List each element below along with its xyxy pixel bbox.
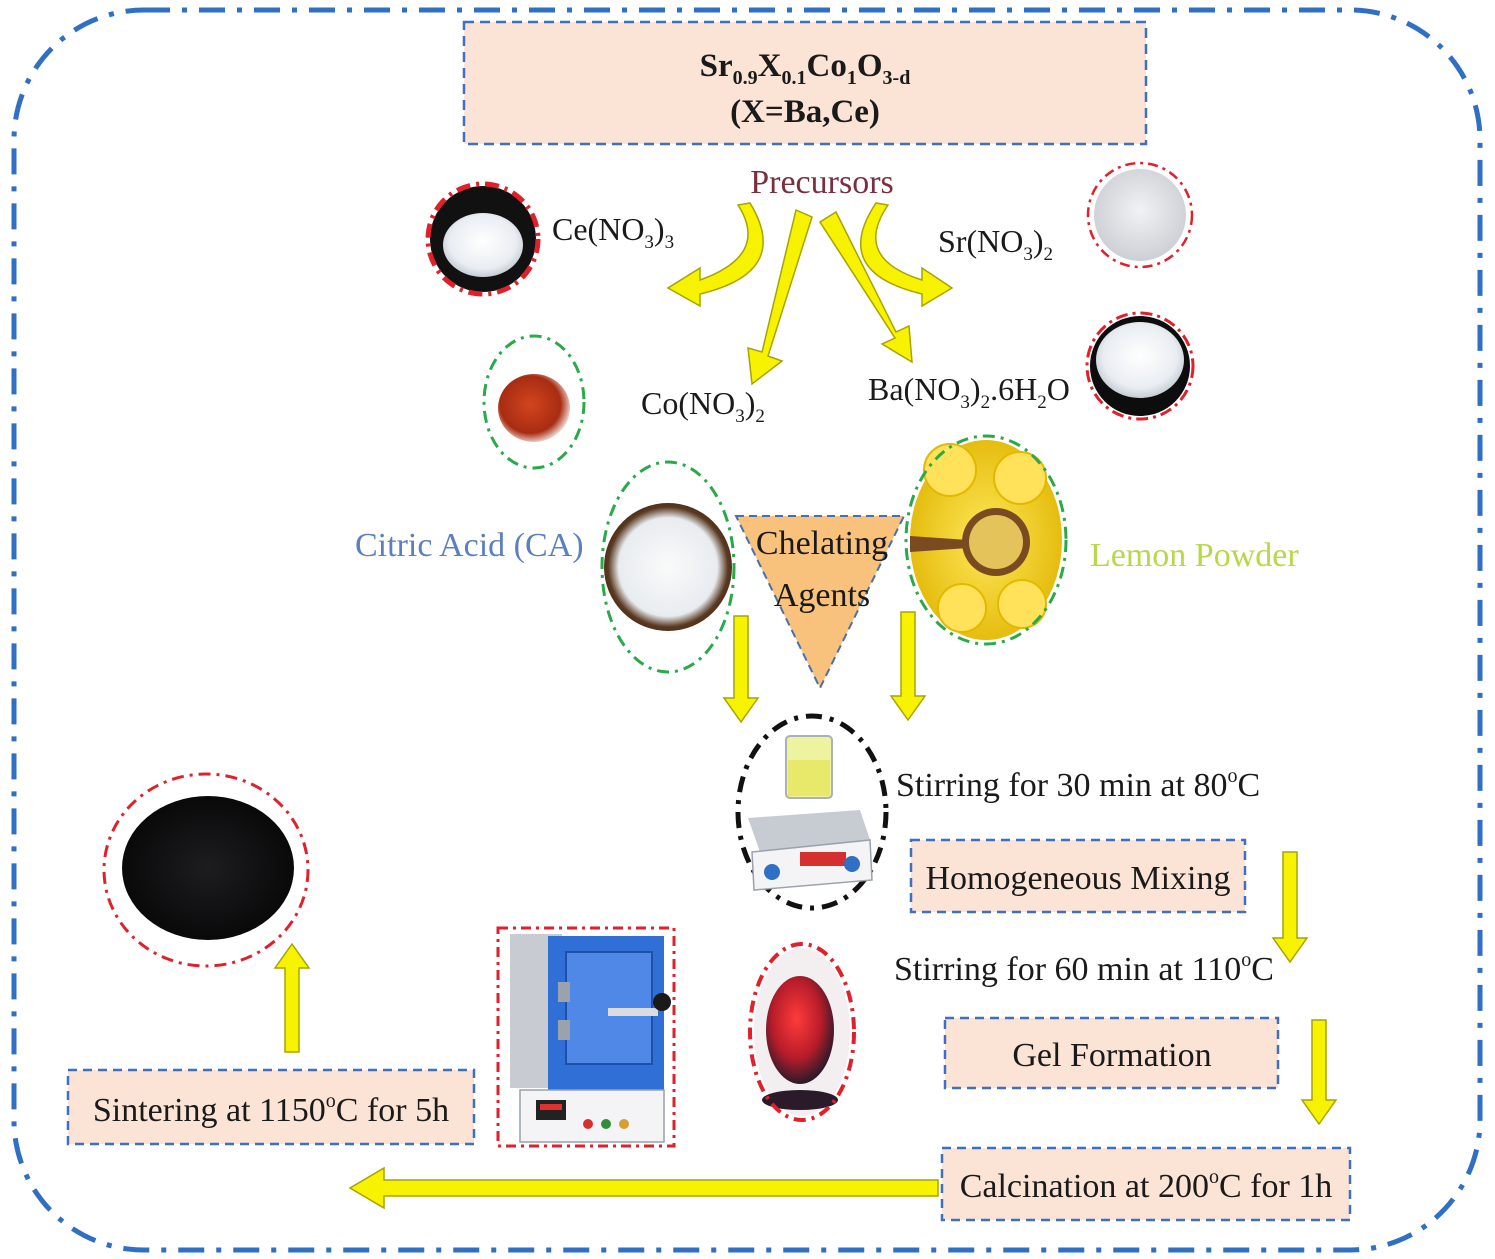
chelating-line1: Chelating bbox=[756, 525, 888, 562]
gel-formation-box bbox=[943, 1016, 1280, 1090]
arrow-to-co bbox=[747, 208, 813, 386]
arrow-to-ba bbox=[818, 210, 913, 364]
outer-frame bbox=[11, 7, 1483, 1253]
homogeneous-mixing-box bbox=[909, 838, 1247, 914]
arrow-down-mixing bbox=[1271, 851, 1309, 964]
calcination-box bbox=[940, 1146, 1352, 1222]
title-box bbox=[462, 20, 1148, 146]
label-ce-nitrate: Ce(NO3)3 bbox=[552, 211, 674, 253]
co-nitrate-photo bbox=[482, 334, 586, 470]
magnetic-stirrer-photo bbox=[735, 713, 889, 911]
label-citric-acid: Citric Acid (CA) bbox=[355, 527, 584, 564]
final-powder-photo bbox=[102, 772, 310, 968]
title-formula: Sr0.9X0.1Co1O3-d bbox=[700, 48, 911, 89]
ce-nitrate-photo bbox=[425, 181, 541, 297]
citric-acid-photo bbox=[600, 460, 736, 674]
chelating-line2: Agents bbox=[774, 577, 870, 614]
step-calcination: Calcination at 200oC for 1h bbox=[960, 1166, 1333, 1205]
arrow-down-left bbox=[722, 615, 760, 724]
sr-nitrate-photo bbox=[1086, 161, 1194, 269]
title-line2: (X=Ba,Ce) bbox=[730, 94, 880, 130]
label-lemon-powder: Lemon Powder bbox=[1090, 537, 1299, 574]
arrow-curved-to-ce bbox=[666, 202, 764, 308]
arrow-curved-to-sr bbox=[860, 202, 954, 308]
step-stirring-30: Stirring for 30 min at 80oC bbox=[896, 765, 1260, 804]
chelating-triangle bbox=[734, 515, 906, 691]
arrow-down-right bbox=[889, 611, 927, 722]
lemon-powder-photo bbox=[904, 434, 1068, 646]
precursors-heading: Precursors bbox=[750, 164, 894, 201]
step-gel-formation: Gel Formation bbox=[1012, 1037, 1211, 1074]
step-sintering: Sintering at 1150oC for 5h bbox=[93, 1090, 449, 1129]
label-sr-nitrate: Sr(NO3)2 bbox=[938, 223, 1053, 265]
sintering-box bbox=[66, 1068, 476, 1146]
ba-nitrate-photo bbox=[1085, 311, 1195, 421]
step-homogeneous-mixing: Homogeneous Mixing bbox=[925, 860, 1230, 897]
label-ba-nitrate: Ba(NO3)2.6H2O bbox=[868, 371, 1070, 413]
arrow-down-gel bbox=[1300, 1019, 1338, 1126]
furnace-photo bbox=[496, 926, 676, 1148]
label-co-nitrate: Co(NO3)2 bbox=[641, 385, 765, 427]
arrow-up-sintering bbox=[273, 942, 311, 1053]
gel-photo bbox=[748, 942, 856, 1122]
step-stirring-60: Stirring for 60 min at 110oC bbox=[894, 949, 1274, 988]
arrow-left-long bbox=[348, 1166, 939, 1210]
